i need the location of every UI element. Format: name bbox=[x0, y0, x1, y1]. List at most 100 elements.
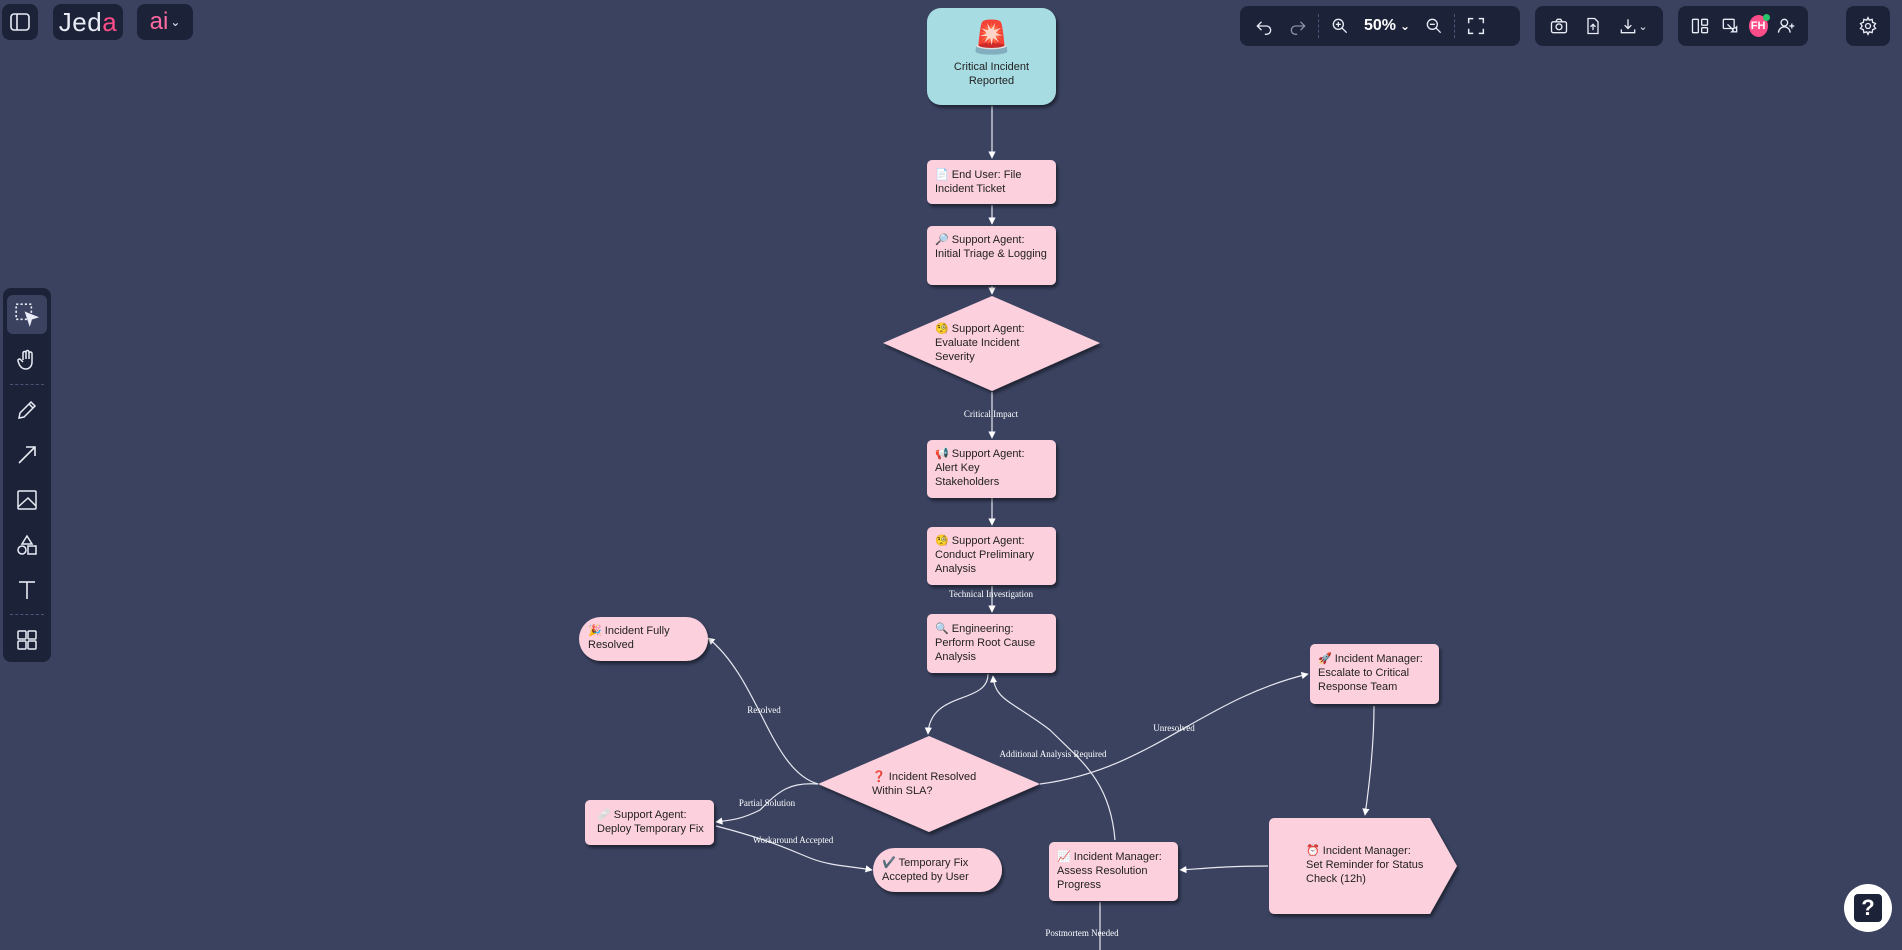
question-mark-icon: ? bbox=[1854, 894, 1882, 922]
node-n2-shape bbox=[927, 226, 1056, 285]
monocle-face-icon: 🧐 bbox=[935, 535, 949, 547]
undo-icon[interactable] bbox=[1250, 12, 1278, 40]
edge-label-partial-solution: Partial Solution bbox=[739, 798, 796, 808]
monocle-face-icon: 🧐 bbox=[935, 323, 949, 335]
camera-icon[interactable] bbox=[1545, 12, 1573, 40]
settings-toolbar bbox=[1846, 6, 1890, 46]
image-frame-icon[interactable] bbox=[7, 480, 47, 519]
node-n12[interactable]: ⏰ Incident Manager: Set Reminder for Sta… bbox=[1306, 844, 1426, 886]
ai-menu-button[interactable]: ai ⌄ bbox=[137, 4, 193, 40]
logo-text: Jeda bbox=[58, 6, 118, 37]
grid-templates-icon[interactable] bbox=[7, 620, 47, 659]
edge-n7-n8 bbox=[707, 637, 819, 785]
node-n12-outline bbox=[1269, 818, 1457, 914]
view-user-toolbar: FH bbox=[1678, 6, 1808, 46]
question-icon: ❓ bbox=[872, 771, 886, 783]
left-tool-palette bbox=[3, 288, 51, 662]
checkmark-icon: ✔️ bbox=[882, 857, 896, 869]
download-icon[interactable]: ⌄ bbox=[1613, 12, 1653, 40]
arrow-tool-icon[interactable] bbox=[7, 435, 47, 474]
chevron-down-icon: ⌄ bbox=[170, 15, 181, 29]
edge-n11-n12 bbox=[1362, 705, 1375, 816]
app-logo[interactable]: Jeda bbox=[53, 4, 123, 40]
node-n10-label: Temporary Fix Accepted by User bbox=[882, 857, 969, 883]
node-n6-label: Engineering: Perform Root Cause Analysis bbox=[935, 623, 1036, 663]
sidebar-icon bbox=[10, 13, 30, 31]
node-n2-label: Support Agent: Initial Triage & Logging bbox=[935, 234, 1047, 260]
node-n9-label: Support Agent: Deploy Temporary Fix bbox=[597, 809, 704, 835]
node-n1[interactable]: 📄 End User: File Incident Ticket bbox=[935, 168, 1051, 196]
node-n5[interactable]: 🧐 Support Agent: Conduct Preliminary Ana… bbox=[935, 534, 1051, 576]
search-icon: 🔍 bbox=[935, 623, 949, 635]
node-n11[interactable]: 🚀 Incident Manager: Escalate to Critical… bbox=[1318, 652, 1434, 694]
node-n5-label: Support Agent: Conduct Preliminary Analy… bbox=[935, 535, 1035, 575]
edge-n12-n13 bbox=[1179, 865, 1269, 874]
node-n11-shape bbox=[1310, 644, 1439, 704]
add-user-icon[interactable] bbox=[1774, 12, 1798, 40]
edge-label-additional-analysis: Additional Analysis Required bbox=[1000, 749, 1107, 759]
text-tool-icon[interactable] bbox=[7, 570, 47, 609]
node-start-label: Critical Incident Reported bbox=[953, 61, 1030, 87]
edge-label-technical-investigation: Technical Investigation bbox=[949, 589, 1034, 599]
edge-label-postmortem-needed: Postmortem Needed bbox=[1045, 928, 1119, 938]
zoom-out-icon[interactable] bbox=[1420, 12, 1448, 40]
pencil-icon[interactable] bbox=[7, 390, 47, 429]
node-n8[interactable]: 🎉 Incident Fully Resolved bbox=[588, 624, 698, 652]
edge-n9-n10 bbox=[715, 825, 873, 873]
node-n3[interactable]: 🧐 Support Agent: Evaluate Incident Sever… bbox=[935, 322, 1047, 364]
sidebar-toggle-button[interactable] bbox=[2, 4, 38, 40]
magnifier-icon: 🔎 bbox=[935, 234, 949, 246]
zoom-level-dropdown[interactable]: 50% ⌄ bbox=[1360, 17, 1414, 35]
node-n3-label: Support Agent: Evaluate Incident Severit… bbox=[935, 323, 1025, 363]
node-start-shape bbox=[927, 8, 1056, 105]
node-n1-label: End User: File Incident Ticket bbox=[935, 169, 1022, 195]
chevron-down-icon: ⌄ bbox=[1400, 19, 1411, 33]
node-start[interactable]: 🚨 Critical Incident Reported bbox=[927, 14, 1056, 104]
edge-label-resolved: Resolved bbox=[747, 705, 781, 715]
node-n9-shape bbox=[585, 800, 714, 845]
chevron-down-icon: ⌄ bbox=[1638, 20, 1648, 33]
siren-icon: 🚨 bbox=[971, 19, 1012, 55]
help-button[interactable]: ? bbox=[1844, 884, 1892, 932]
node-n4-shape bbox=[927, 440, 1056, 498]
node-n10[interactable]: ✔️ Temporary Fix Accepted by User bbox=[882, 856, 992, 884]
node-n9[interactable]: 🩹 Support Agent: Deploy Temporary Fix bbox=[597, 808, 711, 836]
node-n7[interactable]: ❓ Incident Resolved Within SLA? bbox=[872, 770, 990, 798]
redo-icon[interactable] bbox=[1284, 12, 1312, 40]
node-n13[interactable]: 📈 Incident Manager: Assess Resolution Pr… bbox=[1057, 850, 1173, 892]
zoom-in-icon[interactable] bbox=[1326, 12, 1354, 40]
edge-n7-n9 bbox=[715, 783, 819, 825]
presentation-icon[interactable] bbox=[1718, 12, 1742, 40]
node-n12-label: Incident Manager: Set Reminder for Statu… bbox=[1306, 845, 1424, 885]
node-n8-label: Incident Fully Resolved bbox=[588, 625, 670, 651]
node-n6[interactable]: 🔍 Engineering: Perform Root Cause Analys… bbox=[935, 622, 1051, 664]
ai-label: ai bbox=[149, 8, 169, 35]
node-n2[interactable]: 🔎 Support Agent: Initial Triage & Loggin… bbox=[935, 233, 1047, 261]
chart-icon: 📈 bbox=[1057, 851, 1071, 863]
edges bbox=[707, 106, 1375, 950]
edge-label-workaround-accepted: Workaround Accepted bbox=[753, 835, 834, 845]
node-n7-shape bbox=[818, 736, 1040, 832]
alarm-clock-icon: ⏰ bbox=[1306, 845, 1320, 857]
upload-file-icon[interactable] bbox=[1579, 12, 1607, 40]
layout-panels-icon[interactable] bbox=[1688, 12, 1712, 40]
shapes-icon[interactable] bbox=[7, 525, 47, 564]
node-n4[interactable]: 📢 Support Agent: Alert Key Stakeholders bbox=[935, 447, 1045, 489]
party-popper-icon: 🎉 bbox=[588, 625, 602, 637]
edge-labels: Critical Impact Technical Investigation … bbox=[739, 409, 1195, 938]
gear-icon[interactable] bbox=[1854, 12, 1882, 40]
edge-label-critical-impact: Critical Impact bbox=[964, 409, 1019, 419]
hand-pan-icon[interactable] bbox=[7, 340, 47, 379]
fit-screen-icon[interactable] bbox=[1462, 12, 1490, 40]
select-tool-icon[interactable] bbox=[7, 295, 47, 334]
node-n1-shape bbox=[927, 160, 1056, 204]
export-toolbar: ⌄ bbox=[1535, 6, 1663, 46]
rocket-icon: 🚀 bbox=[1318, 653, 1332, 665]
node-n7-label: Incident Resolved Within SLA? bbox=[872, 771, 977, 797]
edge-n6-n7 bbox=[924, 673, 989, 735]
node-n6-shape bbox=[927, 614, 1056, 673]
avatar[interactable]: FH bbox=[1748, 14, 1770, 37]
edge-n7-n11 bbox=[1039, 672, 1309, 785]
node-shapes bbox=[579, 8, 1457, 914]
